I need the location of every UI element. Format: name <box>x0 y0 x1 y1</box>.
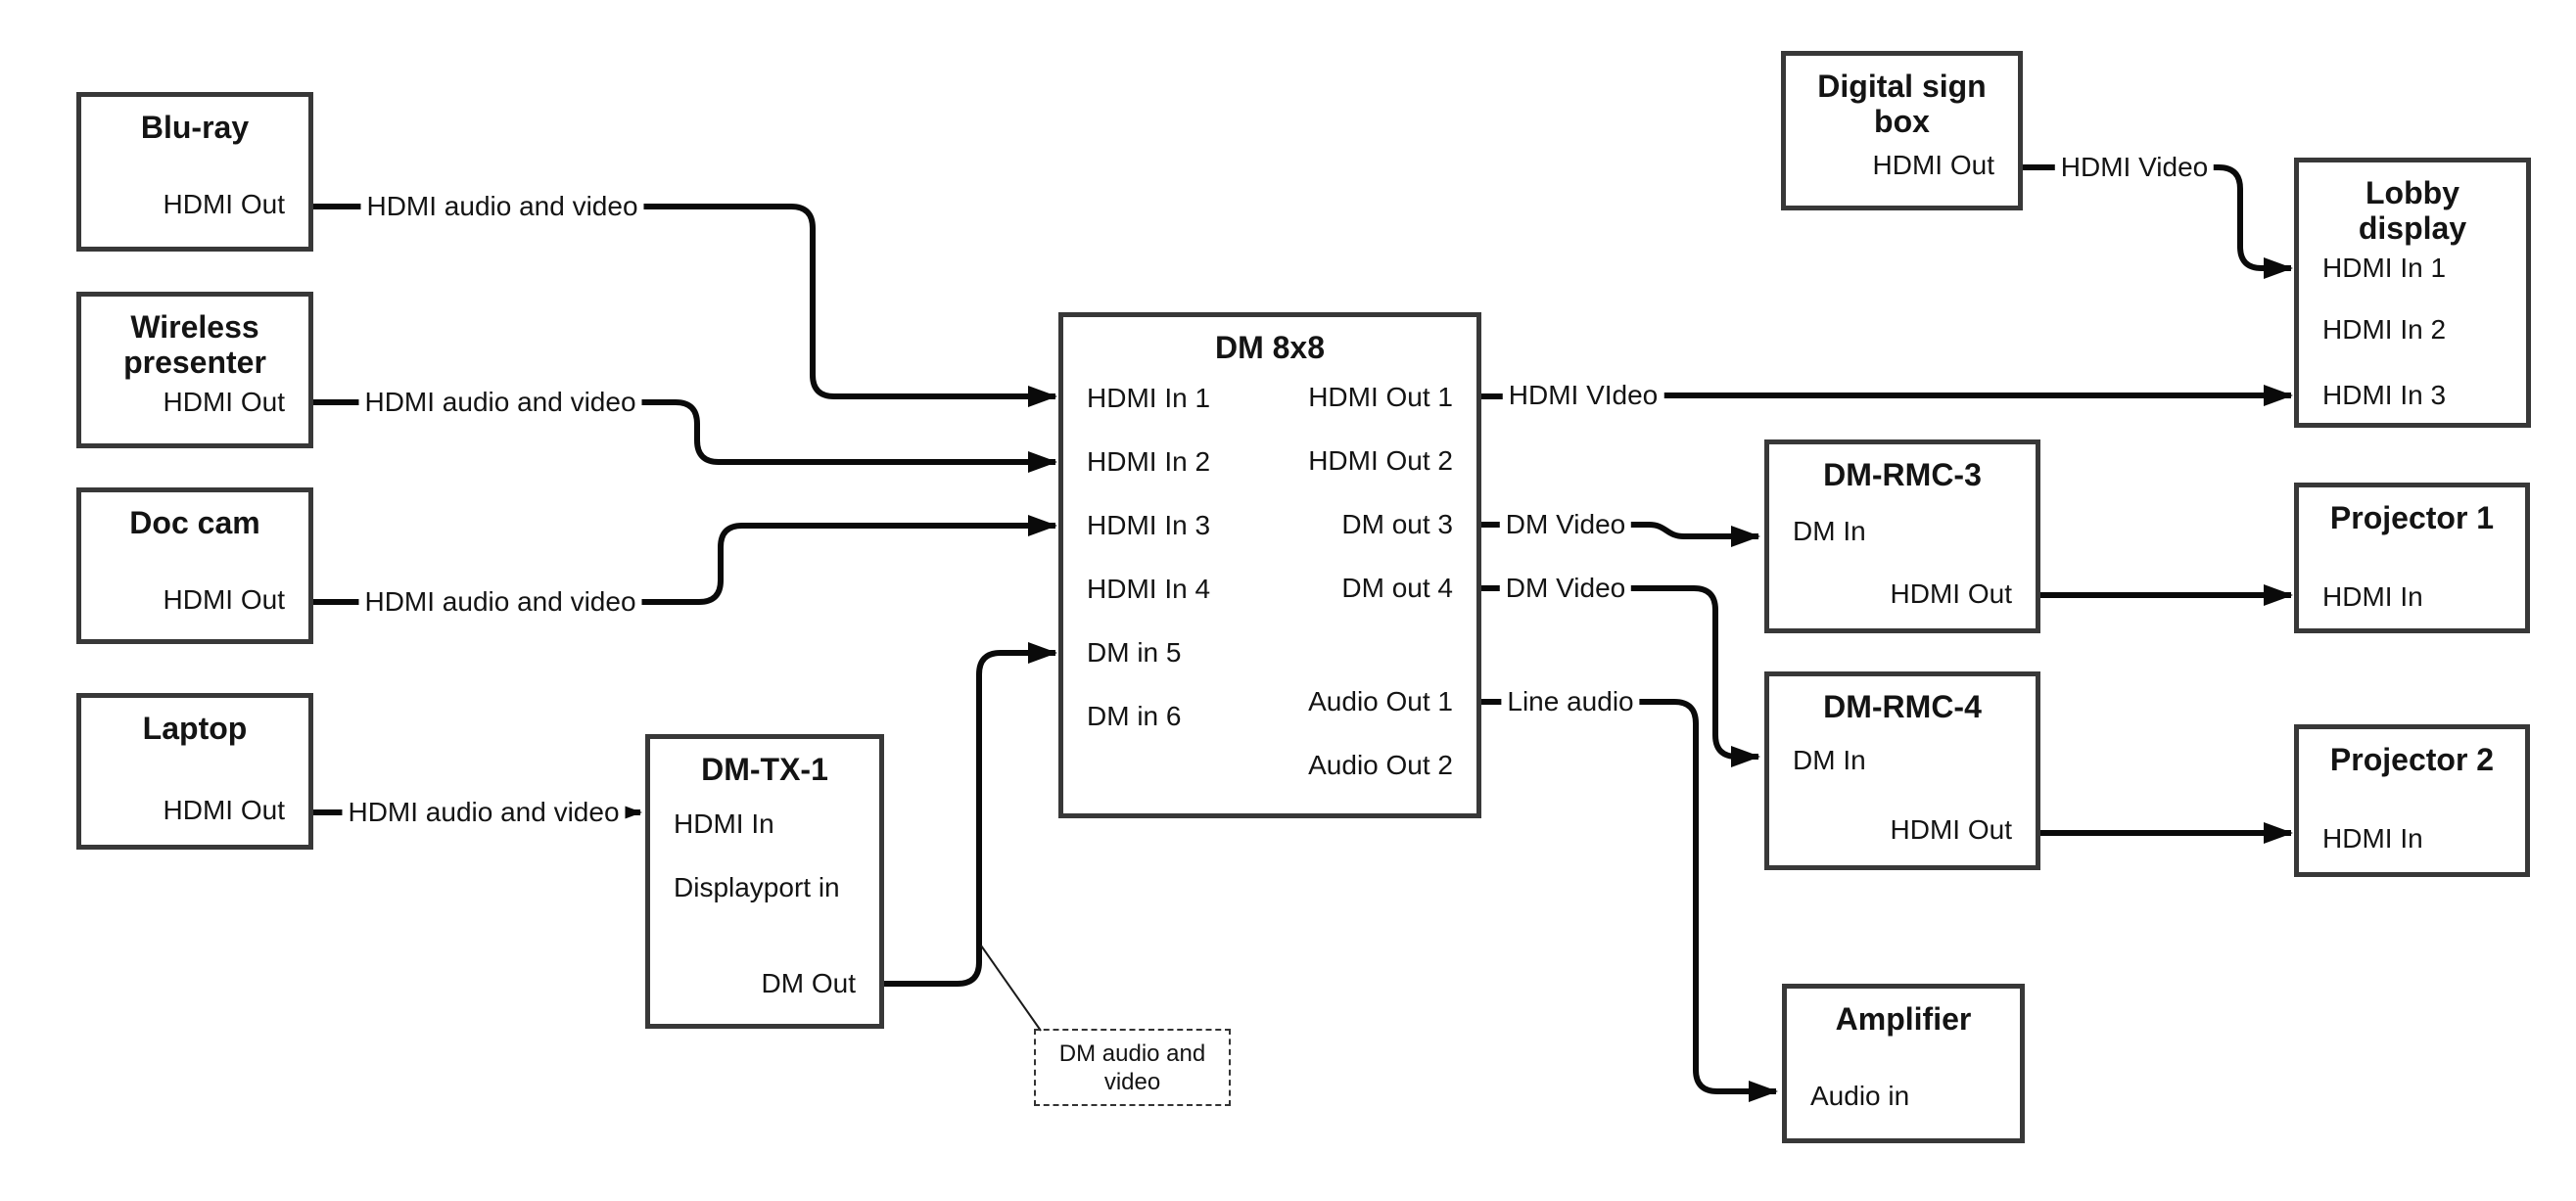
port-dmtx1-hdmi-in: HDMI In <box>674 808 774 839</box>
port-bluray-hdmi-out: HDMI Out <box>163 189 285 219</box>
device-lobby-display: Lobby display HDMI In 1 HDMI In 2 HDMI I… <box>2294 158 2531 428</box>
cable-label-hdmi-out1: HDMI VIdeo <box>1502 380 1664 411</box>
port-proj1-hdmi-in: HDMI In <box>2322 581 2423 612</box>
cable-doccam-to-dm8x8-in3 <box>617 515 1057 605</box>
device-title: DM-RMC-4 <box>1823 689 1982 724</box>
port-dm8x8-audio-out-1: Audio Out 1 <box>1308 686 1453 716</box>
cable-digitalsign-to-lobby-in1 <box>2205 164 2293 279</box>
port-dmrmc3-hdmi-out: HDMI Out <box>1890 578 2012 609</box>
device-projector-1: Projector 1 HDMI In <box>2294 483 2530 633</box>
port-digitalsign-hdmi-out: HDMI Out <box>1872 150 1994 180</box>
device-title: DM 8x8 <box>1214 330 1326 365</box>
port-dm8x8-dm-in-5: DM in 5 <box>1087 637 1182 668</box>
port-doccam-hdmi-out: HDMI Out <box>163 584 285 615</box>
note-dm-audio-and-video: DM audio and video <box>1034 1029 1231 1106</box>
device-title: DM-TX-1 <box>701 752 828 787</box>
device-title: Laptop <box>142 711 248 746</box>
port-wireless-hdmi-out: HDMI Out <box>163 387 285 417</box>
cable-dmtx1-to-dm8x8-in5 <box>884 642 1057 987</box>
port-lobby-hdmi-in-2: HDMI In 2 <box>2322 314 2447 345</box>
port-dm8x8-hdmi-out-1: HDMI Out 1 <box>1308 382 1453 412</box>
cable-label-audio-out1: Line audio <box>1501 686 1640 717</box>
device-doc-cam: Doc cam HDMI Out <box>76 487 313 644</box>
cable-wireless-to-dm8x8-in2 <box>617 399 1057 473</box>
device-dm-rmc-4: DM-RMC-4 DM In HDMI Out <box>1764 671 2040 870</box>
note-text: DM audio and video <box>1058 1039 1206 1095</box>
note-leader-line <box>980 945 1042 1032</box>
device-wireless-presenter: Wireless presenter HDMI Out <box>76 292 313 448</box>
port-dm8x8-hdmi-in-4: HDMI In 4 <box>1087 574 1211 604</box>
device-title: Lobby display <box>2358 175 2467 246</box>
port-proj2-hdmi-in: HDMI In <box>2322 823 2423 854</box>
device-title: Blu-ray <box>140 110 250 145</box>
cable-label-digitalsign: HDMI Video <box>2054 152 2215 183</box>
device-title: Digital sign box <box>1817 69 1987 139</box>
device-title: Wireless presenter <box>123 309 266 380</box>
device-title: Doc cam <box>129 505 260 540</box>
cable-label-bluray: HDMI audio and video <box>360 191 644 222</box>
cable-dm8x8-out4-to-dmrmc4 <box>1617 585 1760 767</box>
port-dm8x8-hdmi-in-3: HDMI In 3 <box>1087 510 1211 540</box>
port-dm8x8-audio-out-2: Audio Out 2 <box>1308 750 1453 780</box>
cable-label-dm-out3: DM Video <box>1499 509 1632 540</box>
cable-dm8x8-out3-to-dmrmc3 <box>1617 522 1760 547</box>
device-digital-sign-box: Digital sign box HDMI Out <box>1781 51 2023 210</box>
port-dm8x8-dm-out-3: DM out 3 <box>1341 509 1453 539</box>
port-lobby-hdmi-in-3: HDMI In 3 <box>2322 380 2447 410</box>
port-dmrmc4-hdmi-out: HDMI Out <box>1890 814 2012 845</box>
port-dmrmc3-dm-in: DM In <box>1793 516 1866 546</box>
cable-label-doccam: HDMI audio and video <box>358 586 642 618</box>
port-dm8x8-dm-out-4: DM out 4 <box>1341 573 1453 603</box>
cable-dm8x8-aout1-to-amp <box>1627 699 1778 1102</box>
device-dm-8x8: DM 8x8 HDMI In 1 HDMI In 2 HDMI In 3 HDM… <box>1058 312 1481 818</box>
cable-label-dm-out4: DM Video <box>1499 573 1632 604</box>
device-title: Projector 2 <box>2329 742 2495 777</box>
port-dm8x8-dm-in-6: DM in 6 <box>1087 701 1182 731</box>
cable-label-wireless: HDMI audio and video <box>358 387 642 418</box>
device-dm-tx-1: DM-TX-1 HDMI In Displayport in DM Out <box>645 734 884 1029</box>
device-amplifier: Amplifier Audio in <box>1782 984 2025 1143</box>
device-title: Projector 1 <box>2329 500 2495 535</box>
port-dm8x8-hdmi-in-1: HDMI In 1 <box>1087 383 1211 413</box>
device-projector-2: Projector 2 HDMI In <box>2294 724 2530 877</box>
port-lobby-hdmi-in-1: HDMI In 1 <box>2322 253 2447 283</box>
port-amp-audio-in: Audio in <box>1810 1081 1910 1111</box>
port-laptop-hdmi-out: HDMI Out <box>163 795 285 825</box>
device-bluray: Blu-ray HDMI Out <box>76 92 313 252</box>
device-title: Amplifier <box>1835 1001 1972 1037</box>
device-laptop: Laptop HDMI Out <box>76 693 313 850</box>
cable-label-laptop: HDMI audio and video <box>342 797 626 828</box>
port-dmrmc4-dm-in: DM In <box>1793 745 1866 775</box>
device-title: DM-RMC-3 <box>1823 457 1982 492</box>
port-dm8x8-hdmi-in-2: HDMI In 2 <box>1087 446 1211 477</box>
port-dmtx1-dm-out: DM Out <box>761 968 856 998</box>
cable-bluray-to-dm8x8-in1 <box>623 204 1057 407</box>
device-dm-rmc-3: DM-RMC-3 DM In HDMI Out <box>1764 439 2040 633</box>
port-dmtx1-displayport-in: Displayport in <box>674 872 840 902</box>
port-dm8x8-hdmi-out-2: HDMI Out 2 <box>1308 445 1453 476</box>
